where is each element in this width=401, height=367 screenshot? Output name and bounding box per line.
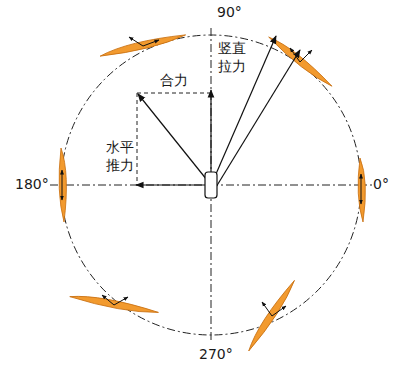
- angle-label: 0°: [372, 176, 390, 194]
- angle-label: 90°: [216, 4, 243, 22]
- angle-label: 270°: [198, 346, 234, 364]
- blade-force-arrow: [290, 48, 300, 62]
- resultant-arrow: [138, 94, 211, 185]
- blade-force-arrow: [209, 36, 276, 190]
- component-guide: [137, 93, 138, 185]
- blade-force-arrow: [262, 302, 272, 316]
- blade-force-arrow: [114, 297, 128, 305]
- blade-force-arrow: [102, 295, 114, 305]
- force-label: 竖直拉力: [218, 40, 247, 75]
- blade-group: [59, 33, 365, 353]
- blade-force-arrow: [62, 185, 63, 200]
- blade-force-arrow: [361, 174, 362, 190]
- rotor-blade: [59, 148, 66, 222]
- rotor-blade: [267, 33, 333, 90]
- vertical-lift-arrow: [210, 90, 211, 185]
- component-guide: [137, 93, 211, 94]
- rotor-blade: [99, 33, 187, 58]
- angle-label: 180°: [14, 176, 50, 194]
- hub-body: [205, 172, 217, 198]
- force-label: 合力: [160, 72, 188, 90]
- rotor-blade: [69, 291, 159, 317]
- blade-force-arrow: [300, 50, 312, 62]
- blade-force-arrow: [129, 37, 143, 46]
- blade-force-arrow: [272, 306, 286, 316]
- blade-force-arrow: [361, 190, 362, 204]
- force-label: 水平推力: [106, 139, 135, 174]
- rotor-blade: [358, 158, 365, 222]
- rotor-blade: [244, 279, 298, 352]
- blade-force-arrow: [143, 40, 159, 46]
- blade-force-arrow: [62, 170, 63, 185]
- horizontal-thrust-arrow: [136, 184, 211, 185]
